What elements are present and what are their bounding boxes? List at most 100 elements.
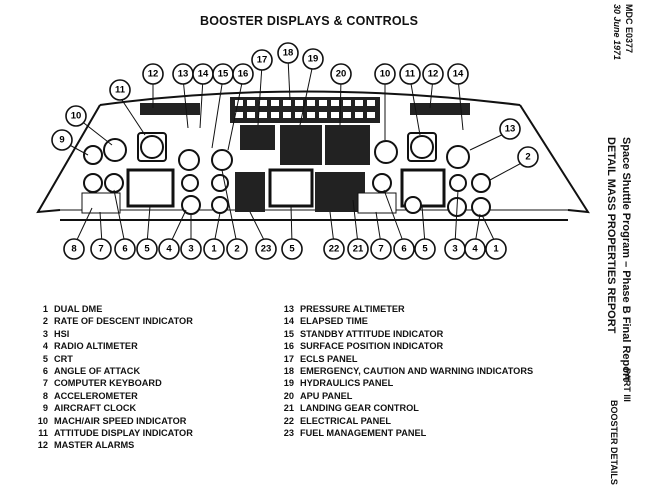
svg-text:4: 4	[166, 244, 172, 255]
callout-1-right: 1	[485, 238, 507, 260]
annunciator-grid	[235, 100, 375, 118]
gauge-instruments	[83, 132, 491, 217]
svg-text:7: 7	[378, 244, 383, 255]
document-id: MDC E0377	[624, 4, 634, 54]
svg-text:4: 4	[472, 244, 478, 255]
svg-text:2: 2	[525, 152, 530, 163]
callout-21: 21	[347, 238, 369, 260]
callout-2: 2	[226, 238, 248, 260]
svg-text:9: 9	[59, 135, 64, 146]
section-label: BOOSTER DETAILS	[609, 400, 619, 485]
control-switch-panels	[235, 125, 370, 212]
svg-text:17: 17	[257, 55, 268, 66]
callout-2-right: 2	[517, 146, 539, 168]
callout-4: 4	[158, 238, 180, 260]
svg-text:10: 10	[71, 111, 82, 122]
svg-text:6: 6	[401, 244, 406, 255]
callout-10-right: 10	[374, 63, 396, 85]
callout-4-right: 4	[464, 238, 486, 260]
instrument-panel-diagram: 12 11 13 14 15 16 17 18 19 20 10 11 12 1…	[36, 42, 590, 260]
callout-3-right: 3	[444, 238, 466, 260]
callout-18: 18	[277, 42, 299, 64]
callout-7: 7	[90, 238, 112, 260]
svg-text:8: 8	[71, 244, 76, 255]
document-date: 30 June 1971	[612, 4, 622, 61]
callout-15: 15	[212, 63, 234, 85]
callout-12: 12	[142, 63, 164, 85]
callout-9: 9	[51, 129, 73, 151]
callout-19: 19	[302, 48, 324, 70]
callout-11: 11	[109, 79, 131, 101]
svg-text:22: 22	[329, 244, 340, 255]
svg-text:2: 2	[234, 244, 239, 255]
svg-text:12: 12	[148, 69, 159, 80]
callout-14: 14	[192, 63, 214, 85]
callout-1: 1	[203, 238, 225, 260]
callout-6: 6	[114, 238, 136, 260]
callout-12-right: 12	[422, 63, 444, 85]
callout-11-right: 11	[399, 63, 421, 85]
svg-text:6: 6	[122, 244, 127, 255]
part-label: PART III	[622, 368, 632, 402]
callout-23: 23	[255, 238, 277, 260]
svg-text:14: 14	[198, 69, 209, 80]
callout-7-right: 7	[370, 238, 392, 260]
page-title: BOOSTER DISPLAYS & CONTROLS	[200, 14, 419, 28]
callout-13: 13	[172, 63, 194, 85]
svg-text:20: 20	[336, 69, 347, 80]
callout-5-center: 5	[281, 238, 303, 260]
svg-text:18: 18	[283, 48, 294, 59]
svg-text:1: 1	[493, 244, 499, 255]
svg-text:16: 16	[238, 69, 249, 80]
svg-text:3: 3	[188, 244, 193, 255]
callout-13-right: 13	[499, 118, 521, 140]
svg-text:3: 3	[452, 244, 457, 255]
callout-3: 3	[180, 238, 202, 260]
svg-text:15: 15	[218, 69, 229, 80]
callout-5: 5	[136, 238, 158, 260]
svg-text:1: 1	[211, 244, 217, 255]
svg-text:11: 11	[115, 85, 126, 96]
report-title: DETAIL MASS PROPERTIES REPORT	[605, 137, 617, 334]
callout-5-right: 5	[414, 238, 436, 260]
callout-22: 22	[323, 238, 345, 260]
svg-text:5: 5	[144, 244, 150, 255]
callout-6-right: 6	[393, 238, 415, 260]
callout-16: 16	[232, 63, 254, 85]
callout-8: 8	[63, 238, 85, 260]
svg-text:14: 14	[453, 69, 464, 80]
svg-text:10: 10	[380, 69, 391, 80]
svg-text:7: 7	[98, 244, 103, 255]
keyboards	[81, 192, 397, 214]
callout-20: 20	[330, 63, 352, 85]
svg-text:13: 13	[178, 69, 189, 80]
svg-text:19: 19	[308, 54, 319, 65]
svg-text:5: 5	[289, 244, 295, 255]
crt-displays	[126, 168, 446, 208]
program-title: Space Shuttle Program – Phase B Final Re…	[620, 137, 632, 381]
callout-17: 17	[251, 49, 273, 71]
